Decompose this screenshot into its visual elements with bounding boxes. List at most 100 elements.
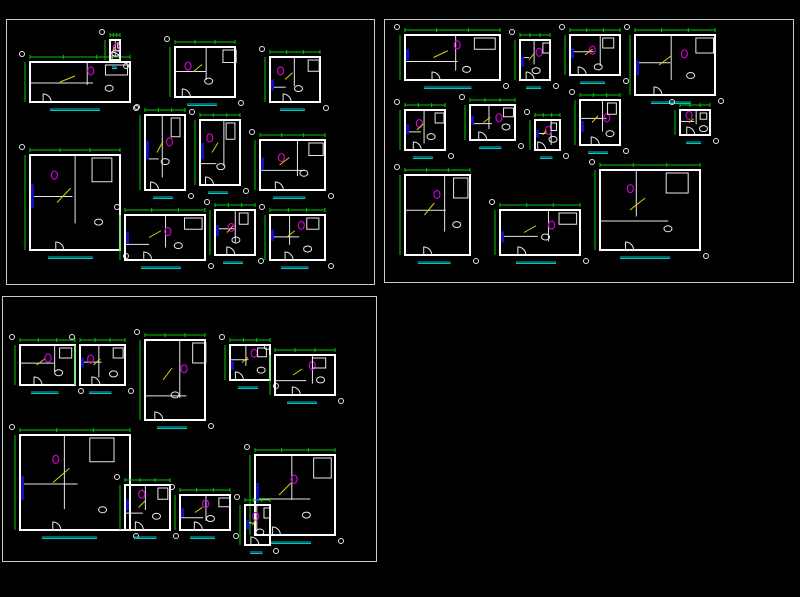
plan-outer-wall: [199, 119, 241, 186]
annotation-leader: [688, 118, 694, 123]
basin-fixture: [548, 135, 558, 143]
glass-panel: [406, 124, 409, 135]
door-swing: [625, 241, 635, 251]
grid-bubble: [114, 204, 120, 210]
annotation-leader: [112, 46, 115, 51]
toilet-fixture: [180, 364, 188, 374]
glass-panel: [256, 482, 259, 503]
annotation-leader: [59, 75, 76, 83]
grid-bubble: [249, 129, 255, 135]
door-swing: [282, 93, 292, 103]
basin-fixture: [94, 218, 104, 226]
annotation-leader: [252, 518, 257, 526]
annotation-leader: [591, 115, 599, 123]
bathtub-fixture: [170, 117, 181, 138]
basin-fixture: [698, 125, 708, 133]
bathtub-fixture: [542, 42, 551, 54]
bathtub-fixture: [117, 42, 121, 49]
annotation-leader: [148, 230, 162, 238]
basin-fixture: [452, 221, 462, 229]
toilet-fixture: [227, 222, 235, 233]
grid-bubble: [323, 105, 329, 111]
toilet-fixture: [290, 474, 298, 484]
grid-bubble: [623, 148, 629, 154]
grid-bubble: [503, 83, 509, 89]
annotation-leader: [629, 197, 646, 211]
grid-bubble: [238, 100, 244, 106]
plan-outer-wall: [19, 434, 131, 531]
door-swing: [431, 71, 441, 81]
bathtub-fixture: [91, 157, 113, 183]
bathtub-fixture: [257, 347, 267, 358]
plan-outer-wall: [499, 209, 581, 256]
door-swing: [33, 376, 43, 386]
door-swing: [478, 131, 488, 141]
basin-fixture: [109, 370, 119, 378]
toilet-fixture: [680, 49, 689, 59]
annotation-leader: [292, 368, 303, 376]
glass-panel: [271, 79, 274, 91]
glass-panel: [216, 225, 219, 237]
door-swing: [250, 536, 260, 546]
toilet-fixture: [276, 66, 285, 76]
annotation-leader: [483, 116, 491, 123]
basin-fixture: [663, 225, 673, 233]
basin-fixture: [111, 49, 121, 57]
plan-outer-wall: [519, 39, 551, 81]
plan-outer-wall: [599, 169, 701, 251]
basin-fixture: [541, 233, 551, 241]
toilet-fixture: [52, 454, 60, 464]
glass-panel: [521, 56, 524, 67]
annotation-leader: [584, 48, 593, 56]
door-swing: [42, 93, 52, 103]
grid-bubble: [518, 143, 524, 149]
grid-bubble: [208, 423, 214, 429]
door-swing: [205, 176, 215, 186]
toilet-fixture: [535, 47, 543, 57]
door-swing: [653, 86, 663, 96]
grid-bubble: [134, 329, 140, 335]
grid-bubble: [559, 24, 565, 30]
bathtub-fixture: [503, 107, 514, 118]
annotation-leader: [286, 230, 296, 238]
door-swing: [274, 181, 284, 191]
basin-fixture: [462, 65, 472, 73]
grid-bubble: [589, 159, 595, 165]
plan-outer-wall: [179, 494, 231, 531]
bathtub-fixture: [453, 177, 469, 199]
grid-bubble: [69, 334, 75, 340]
basin-fixture: [231, 236, 241, 244]
basin-fixture: [293, 85, 303, 93]
door-swing: [271, 526, 281, 536]
door-swing: [517, 246, 527, 256]
grid-bubble: [188, 193, 194, 199]
grid-bubble: [473, 258, 479, 264]
plan-outer-wall: [19, 344, 76, 386]
toilet-fixture: [44, 353, 52, 363]
grid-bubble: [134, 104, 140, 110]
door-swing: [423, 246, 433, 256]
plan-outer-wall: [244, 504, 271, 546]
plan-outer-wall: [254, 454, 336, 536]
bathtub-fixture: [222, 49, 237, 63]
toilet-fixture: [50, 170, 59, 180]
glass-panel: [406, 48, 409, 61]
drawing-sheet-2: [384, 19, 794, 283]
grid-bubble: [713, 138, 719, 144]
door-swing: [577, 66, 587, 76]
basin-fixture: [160, 158, 170, 166]
grid-bubble: [394, 164, 400, 170]
basin-fixture: [593, 63, 603, 71]
toilet-fixture: [184, 61, 192, 71]
grid-bubble: [264, 344, 270, 350]
basin-fixture: [54, 369, 64, 377]
annotation-leader: [162, 367, 173, 381]
basin-fixture: [255, 528, 265, 536]
grid-bubble: [114, 474, 120, 480]
grid-bubble: [394, 99, 400, 105]
basin-fixture: [170, 391, 180, 399]
bathtub-fixture: [665, 172, 689, 194]
annotation-leader: [192, 64, 203, 73]
grid-bubble: [258, 258, 264, 264]
door-swing: [234, 371, 244, 381]
